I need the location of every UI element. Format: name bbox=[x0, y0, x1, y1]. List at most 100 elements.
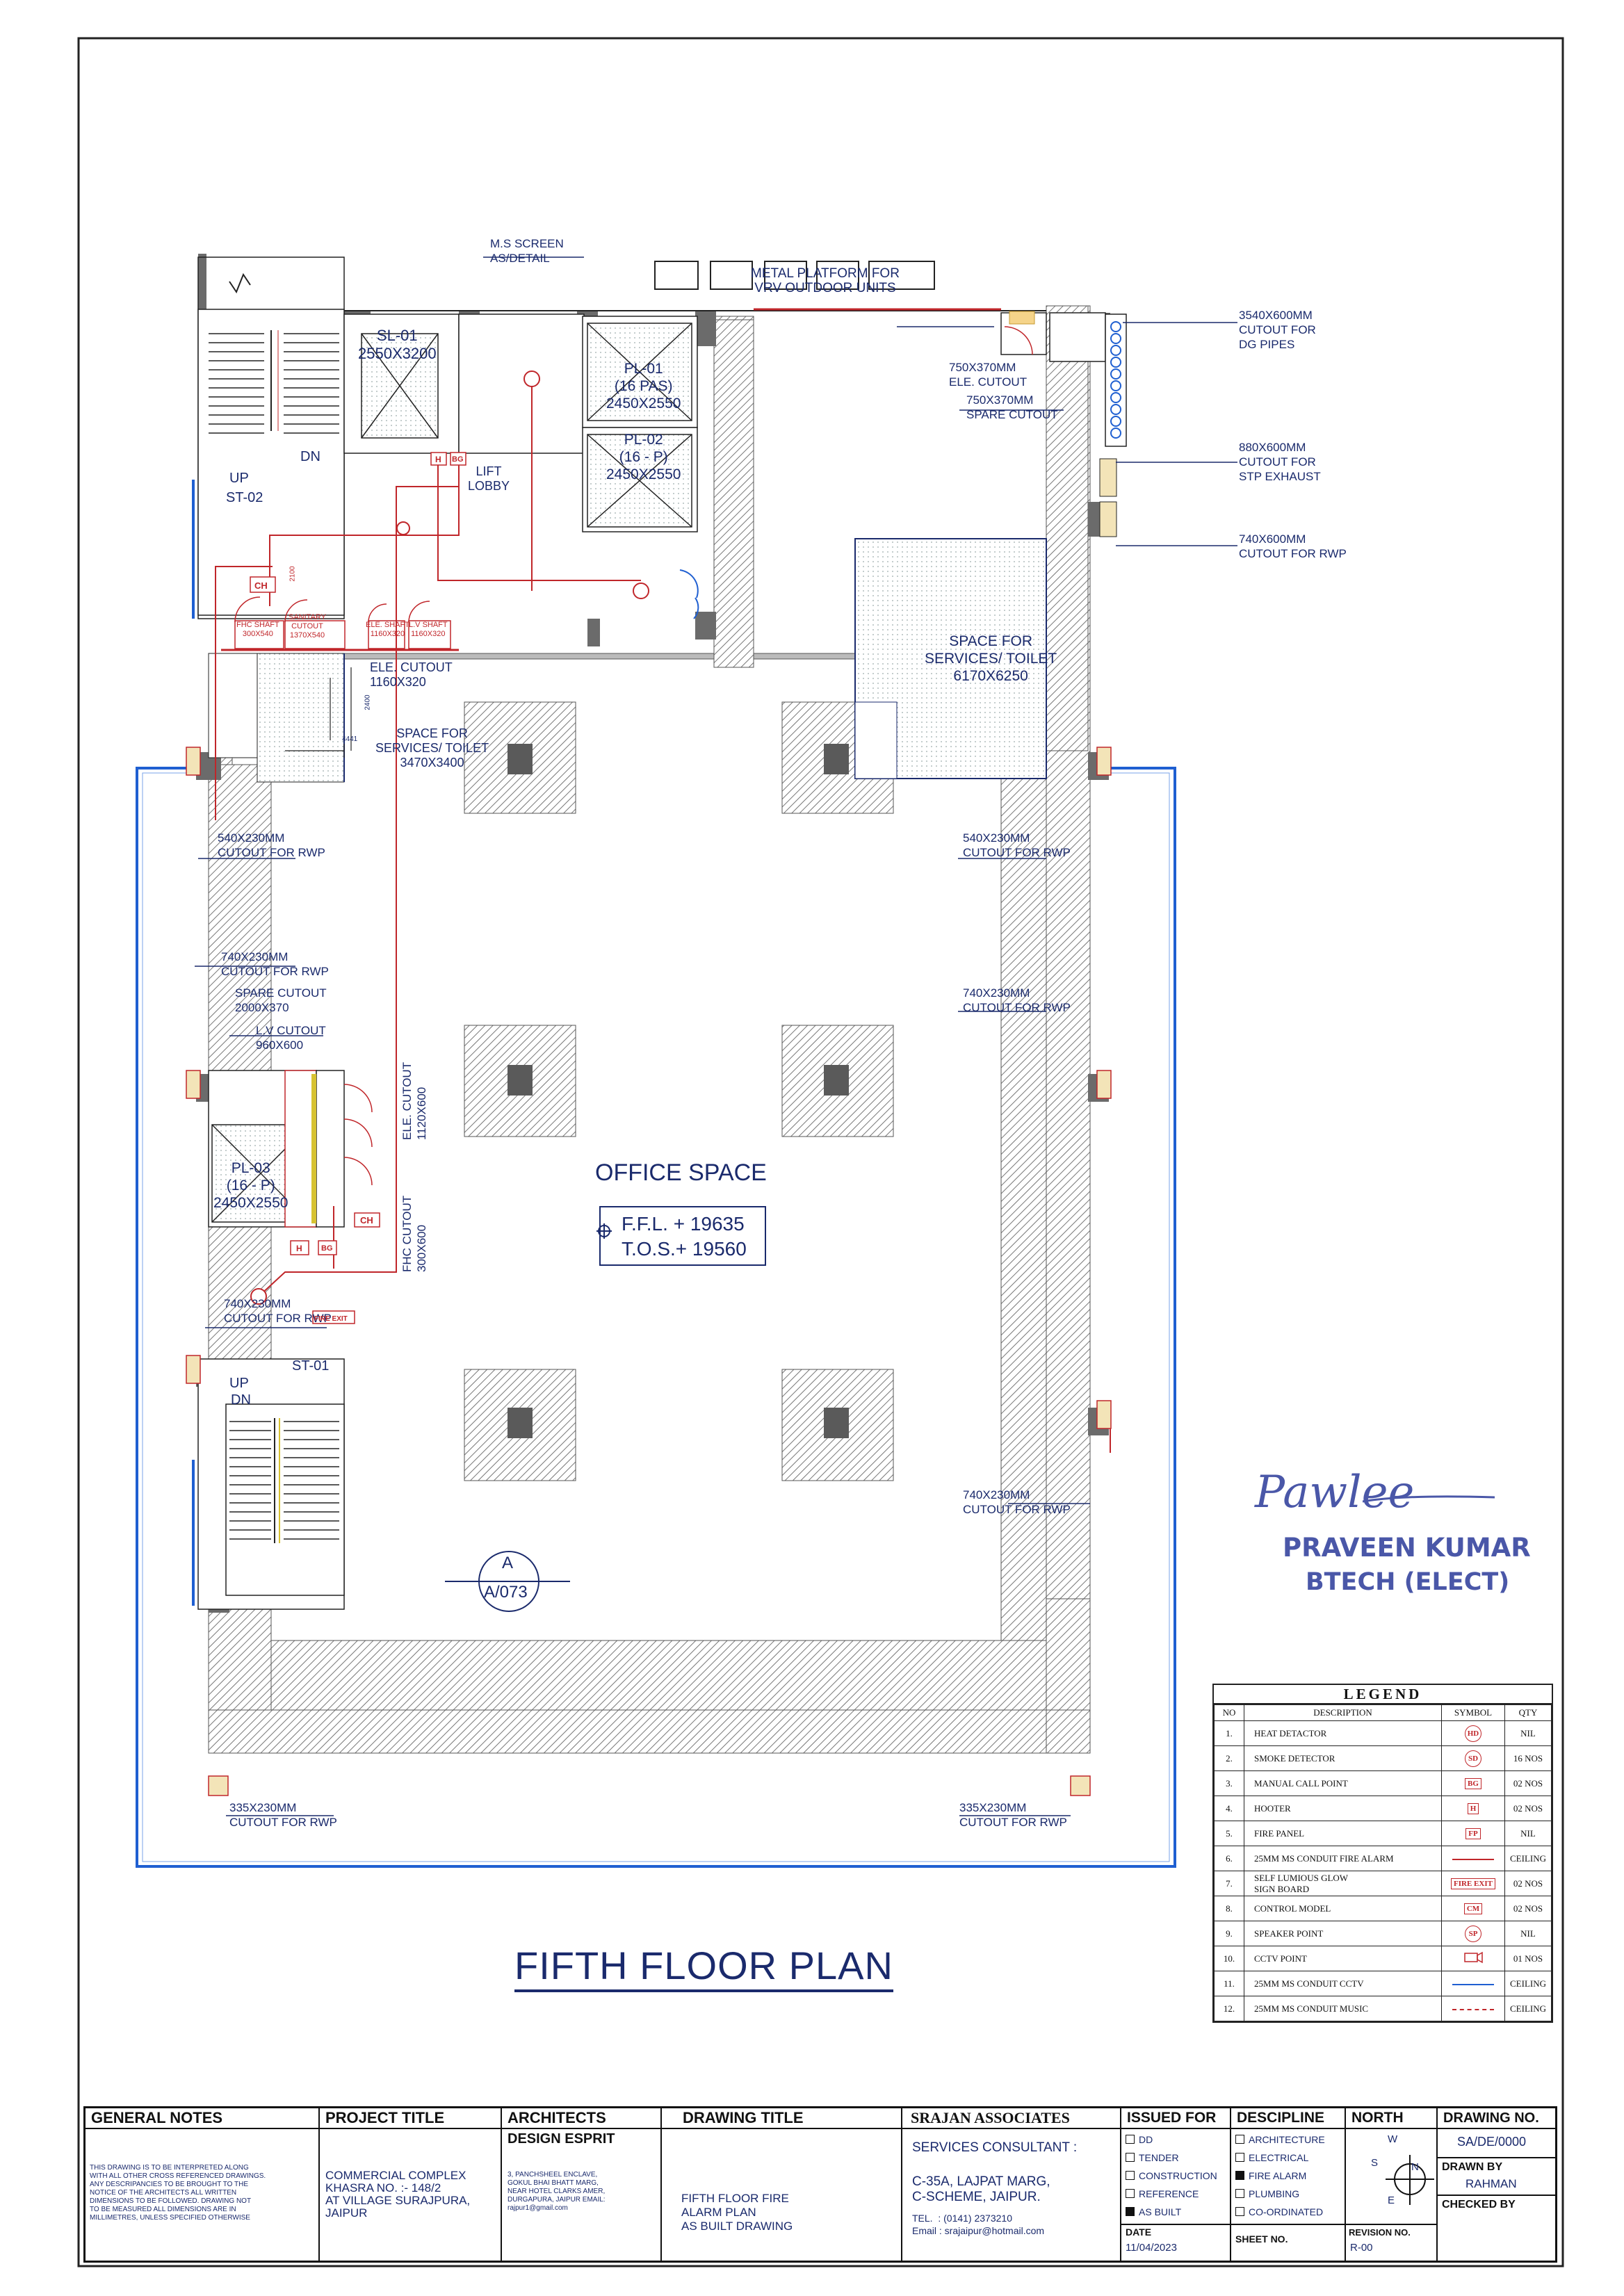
discipline-checkbox bbox=[1235, 2171, 1244, 2180]
legend-symbol-tag-icon: BG bbox=[1465, 1778, 1481, 1789]
legend-qty: 02 NOS bbox=[1504, 1796, 1552, 1821]
signature-stroke bbox=[1363, 1495, 1495, 1503]
level-symbol bbox=[596, 1223, 612, 1239]
issued-for-option: DD bbox=[1126, 2131, 1217, 2149]
legend-symbol-tag-icon: FIRE EXIT bbox=[1451, 1878, 1495, 1889]
legend-no: 4. bbox=[1214, 1796, 1244, 1821]
conduit-cctv-line-icon bbox=[1452, 1983, 1494, 1985]
legend-symbol: HD bbox=[1441, 1720, 1505, 1746]
legend-qty: NIL bbox=[1504, 1821, 1552, 1846]
sheet-border bbox=[77, 37, 1564, 2267]
legend-desc: 25MM MS CONDUIT FIRE ALARM bbox=[1244, 1846, 1442, 1871]
date-value: 11/04/2023 bbox=[1126, 2242, 1177, 2254]
legend-desc: 25MM MS CONDUIT MUSIC bbox=[1244, 1996, 1442, 2021]
legend-no: 12. bbox=[1214, 1996, 1244, 2021]
legend-header-qty: QTY bbox=[1504, 1704, 1552, 1721]
smoke-detector-icon: SD bbox=[1465, 1750, 1481, 1767]
discipline-checkbox bbox=[1235, 2189, 1244, 2198]
legend-symbol: FP bbox=[1441, 1821, 1505, 1846]
st01-up-label: UP bbox=[229, 1376, 249, 1391]
dg-pipe-icon bbox=[1110, 392, 1121, 403]
legend-symbol-tag-icon: FP bbox=[1465, 1828, 1481, 1839]
architects-cell: ARCHITECTS DESIGN ESPRIT 3, PANCHSHEEL E… bbox=[502, 2108, 662, 2261]
legend-symbol: FIRE EXIT bbox=[1441, 1871, 1505, 1896]
project-title-heading: PROJECT TITLE bbox=[320, 2108, 501, 2129]
sl01-label: SL-01 2550X3200 bbox=[358, 327, 437, 362]
discipline-option-label: PLUMBING bbox=[1249, 2188, 1300, 2199]
pl01-pl02-lifts bbox=[582, 316, 698, 532]
legend-qty: CEILING bbox=[1504, 1971, 1552, 1996]
st02-label: ST-02 bbox=[226, 490, 263, 505]
ele-cutout-750-label: 750X370MM ELE. CUTOUT bbox=[949, 361, 1028, 389]
drawing-no-cell: DRAWING NO. SA/DE/0000 DRAWN BY RAHMAN C… bbox=[1438, 2108, 1555, 2261]
revision-value: R-00 bbox=[1350, 2242, 1373, 2254]
architects-address: 3, PANCHSHEEL ENCLAVE, GOKUL BHAI BHATT … bbox=[508, 2171, 606, 2212]
legend-desc: HOOTER bbox=[1244, 1796, 1442, 1821]
legend-qty: NIL bbox=[1504, 1720, 1552, 1746]
legend-no: 8. bbox=[1214, 1896, 1244, 1921]
issued-for-checkbox bbox=[1126, 2135, 1135, 2144]
rwp-540-left-label: 540X230MM CUTOUT FOR RWP bbox=[218, 831, 325, 859]
signatory-name: PRAVEEN KUMAR bbox=[1283, 1533, 1531, 1563]
dg-pipe-icon bbox=[1110, 345, 1121, 356]
rwp-335-right-label: 335X230MM CUTOUT FOR RWP bbox=[959, 1801, 1067, 1829]
compass-e: E bbox=[1388, 2195, 1395, 2206]
legend-no: 2. bbox=[1214, 1745, 1244, 1771]
discipline-option-label: FIRE ALARM bbox=[1249, 2170, 1307, 2181]
discipline-heading: DESCIPLINE bbox=[1231, 2108, 1345, 2129]
sl01-lift bbox=[343, 314, 460, 454]
legend-qty: 02 NOS bbox=[1504, 1871, 1552, 1896]
north-cell: NORTH W S N E REVISION NO. R-00 bbox=[1346, 2108, 1438, 2261]
discipline-option: ELECTRICAL bbox=[1235, 2149, 1325, 2167]
drawing-no-heading: DRAWING NO. bbox=[1438, 2108, 1555, 2129]
legend-desc: SELF LUMIOUS GLOW SIGN BOARD bbox=[1244, 1871, 1442, 1896]
issued-for-checkbox bbox=[1126, 2207, 1135, 2216]
dim-4441: 4441 bbox=[342, 735, 358, 743]
ms-screen-label: M.S SCREEN AS/DETAIL bbox=[490, 237, 564, 265]
drawing-title-heading: DRAWING TITLE bbox=[662, 2108, 901, 2129]
architects-firm: DESIGN ESPRIT bbox=[508, 2131, 615, 2147]
discipline-option: PLUMBING bbox=[1235, 2185, 1325, 2203]
issued-for-option: CONSTRUCTION bbox=[1126, 2167, 1217, 2185]
fhc-cutout-vertical-label: FHC CUTOUT 300X600 bbox=[400, 1195, 428, 1272]
conduit-fire-alarm-line-icon bbox=[1452, 1858, 1494, 1860]
legend-header-desc: DESCRIPTION bbox=[1244, 1704, 1442, 1721]
sheet-no-label: SHEET NO. bbox=[1235, 2233, 1288, 2245]
section-a-label: A bbox=[502, 1554, 514, 1572]
rwp-740-right-label: 740X230MM CUTOUT FOR RWP bbox=[963, 986, 1071, 1014]
legend-no: 3. bbox=[1214, 1770, 1244, 1796]
legend-symbol: BG bbox=[1441, 1770, 1505, 1796]
legend-header-symbol: SYMBOL bbox=[1441, 1704, 1505, 1721]
consultant-role: SERVICES CONSULTANT : bbox=[912, 2140, 1078, 2155]
dg-pipe-icon bbox=[1110, 368, 1121, 380]
general-notes-heading: GENERAL NOTES bbox=[86, 2108, 318, 2129]
legend-no: 10. bbox=[1214, 1946, 1244, 1971]
rwp-cutouts bbox=[186, 747, 1112, 1796]
bg-tag-1: BG bbox=[452, 455, 464, 464]
dg-pipes-label: 3540X600MM CUTOUT FOR DG PIPES bbox=[1239, 309, 1316, 351]
drawing-title-cell: DRAWING TITLE FIFTH FLOOR FIRE ALARM PLA… bbox=[662, 2108, 902, 2261]
issued-for-option: AS BUILT bbox=[1126, 2203, 1217, 2221]
project-title-text: COMMERCIAL COMPLEX KHASRA NO. :- 148/2 A… bbox=[325, 2169, 471, 2220]
rwp-335-left-label: 335X230MM CUTOUT FOR RWP bbox=[229, 1801, 337, 1829]
legend-desc: CCTV POINT bbox=[1244, 1946, 1442, 1971]
pl03-label: PL-03 (16 - P) 2450X2550 bbox=[213, 1160, 289, 1211]
pl02-label: PL-02 (16 - P) 2450X2550 bbox=[606, 432, 681, 482]
issued-for-checkbox bbox=[1126, 2171, 1135, 2180]
fhc-shaft-label: FHC SHAFT 300X540 bbox=[236, 621, 279, 638]
drawn-by-value: RAHMAN bbox=[1465, 2177, 1517, 2190]
title-block: GENERAL NOTES THIS DRAWING IS TO BE INTE… bbox=[83, 2106, 1557, 2263]
north-compass bbox=[1386, 2155, 1434, 2205]
legend-no: 9. bbox=[1214, 1921, 1244, 1946]
consultant-email: Email : srajaipur@hotmail.com bbox=[912, 2225, 1045, 2236]
date-label: DATE bbox=[1126, 2226, 1152, 2238]
compass-s: S bbox=[1371, 2157, 1379, 2169]
st01-label: ST-01 bbox=[292, 1358, 330, 1374]
